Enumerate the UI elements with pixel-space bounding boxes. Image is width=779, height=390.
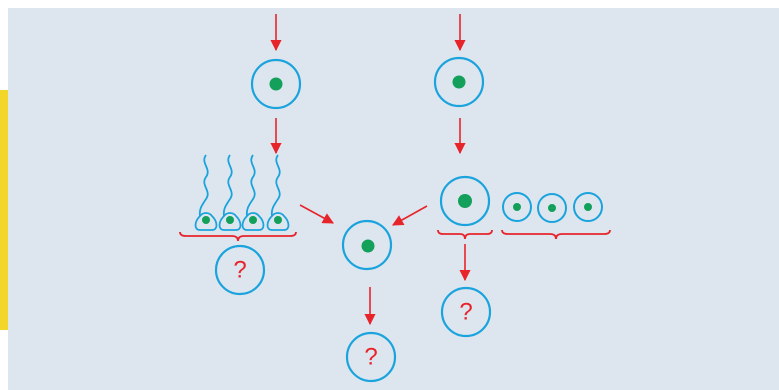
nucleus (513, 203, 521, 211)
egg-cell-brace (437, 229, 493, 240)
nucleus (548, 204, 556, 212)
nucleus (226, 216, 234, 224)
nucleus (269, 77, 283, 91)
arrow-sperm-to-center (299, 204, 334, 224)
sperm-question-mark: ? (233, 256, 246, 283)
large-egg-cell (439, 175, 491, 227)
sperm-question-circle: ? (214, 244, 266, 296)
top-right-cell (433, 56, 485, 108)
center-question-circle: ? (345, 331, 397, 383)
nucleus (458, 194, 472, 208)
nucleus (274, 216, 282, 224)
sperm-cell-3 (241, 154, 265, 231)
sperm-cell-2 (218, 154, 242, 231)
sperm-cell-1 (194, 154, 218, 231)
small-cell-2 (537, 193, 567, 223)
arrow-egg-to-center (392, 205, 428, 226)
egg-question-circle: ? (440, 286, 492, 338)
nucleus (361, 239, 375, 253)
nucleus (584, 203, 592, 211)
center-cell (341, 219, 393, 271)
top-left-cell (250, 58, 302, 110)
background-panel (8, 8, 779, 390)
nucleus (452, 75, 466, 89)
sperm-cell-4 (266, 154, 290, 231)
sperm-group-brace (179, 231, 297, 242)
small-cells-brace (501, 229, 611, 240)
nucleus (202, 216, 210, 224)
egg-question-mark: ? (459, 298, 472, 325)
center-question-mark: ? (364, 343, 377, 370)
small-cell-1 (502, 192, 532, 222)
small-cell-3 (573, 192, 603, 222)
nucleus (249, 216, 257, 224)
